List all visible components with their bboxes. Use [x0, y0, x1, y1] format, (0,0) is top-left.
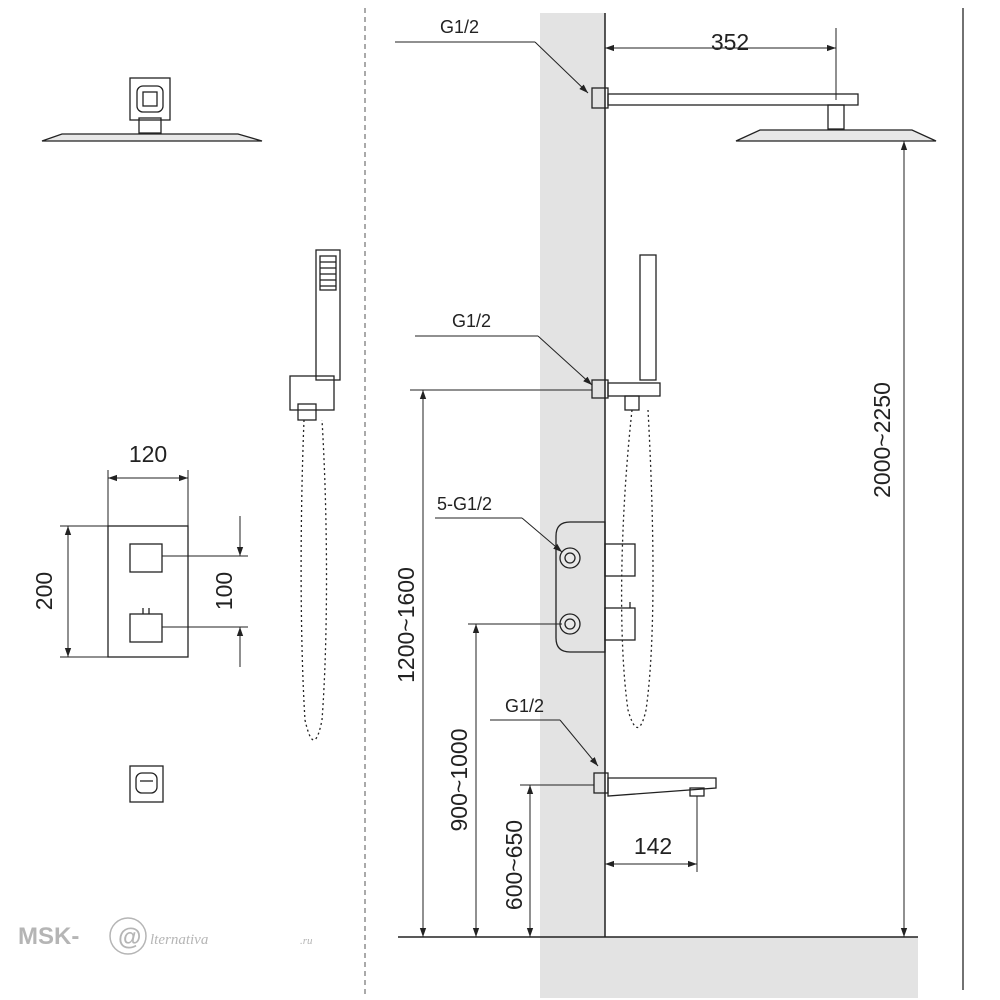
- watermark-logo: MSK- @ lternativa .ru: [18, 917, 313, 955]
- spout-projection-label: 142: [634, 833, 672, 859]
- hand-shower-height-dimension: [410, 389, 592, 937]
- mixer-height-dimension: [468, 623, 562, 937]
- overhead-shower-front-view: [41, 77, 263, 142]
- mixer-panel-front-view: [107, 525, 189, 658]
- mixer-ports-label: 5-G1/2: [437, 494, 492, 514]
- arm-length-label: 352: [711, 29, 749, 55]
- watermark-brand: MSK-: [18, 923, 79, 950]
- mixer-box-side-view: [555, 521, 636, 653]
- knob-spacing-label: 100: [211, 572, 237, 610]
- mixer-height-label: 900~1000: [446, 729, 472, 832]
- spout-inlet-label: G1/2: [505, 696, 544, 716]
- watermark-at: @: [118, 924, 141, 951]
- spout-projection-dimension: [605, 796, 698, 872]
- watermark-domain: .ru: [300, 935, 313, 947]
- hand-shower-inlet-label: G1/2: [452, 311, 491, 331]
- spout-inlet-leader: [490, 719, 599, 767]
- top-inlet-label: G1/2: [440, 17, 479, 37]
- panel-dimension-lines: [60, 470, 248, 667]
- panel-width-label: 120: [129, 441, 167, 467]
- wall-section: [540, 13, 605, 998]
- mixer-ports-leader: [435, 517, 563, 553]
- hand-shower-front-view: [289, 249, 341, 741]
- watermark-suffix: lternativa: [150, 932, 208, 948]
- spout-height-dimension: [520, 784, 594, 937]
- floor-section: [540, 937, 918, 998]
- top-inlet-leader: [395, 41, 589, 94]
- arm-length-dimension: [605, 28, 837, 100]
- panel-height-label: 200: [31, 572, 57, 610]
- wall-outlet-front-view: [129, 765, 164, 803]
- watermark-circle: [109, 917, 147, 955]
- shower-arm-side-view: [591, 87, 937, 142]
- spout-height-label: 600~650: [501, 820, 527, 910]
- hand-shower-height-label: 1200~1600: [393, 567, 419, 683]
- hand-shower-side-view: [591, 254, 661, 729]
- hand-shower-inlet-leader: [415, 335, 593, 386]
- overhead-height-label: 2000~2250: [869, 382, 895, 498]
- spout-side-view: [593, 772, 717, 797]
